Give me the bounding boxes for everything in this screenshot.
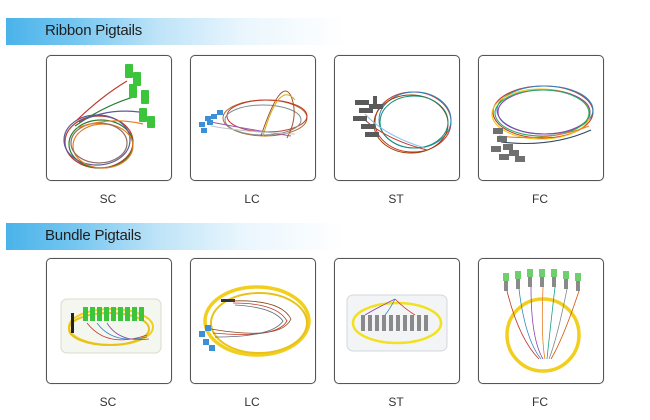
product-label: LC: [244, 395, 260, 409]
product-label: FC: [532, 192, 548, 206]
ribbon-st-pigtail-image: [353, 91, 452, 154]
product-label: ST: [388, 192, 404, 206]
product-card-bundle-lc[interactable]: [190, 258, 316, 384]
section-header-bundle-pigtails: Bundle Pigtails: [6, 223, 346, 250]
product-label: SC: [99, 395, 117, 409]
section-title: Ribbon Pigtails: [45, 22, 143, 39]
product-card-bundle-sc[interactable]: [46, 258, 172, 384]
product-label: FC: [532, 395, 548, 409]
ribbon-lc-pigtail-image: [199, 90, 308, 139]
product-card-bundle-st[interactable]: [334, 258, 460, 384]
product-label: ST: [388, 395, 404, 409]
product-card-ribbon-st[interactable]: [334, 55, 460, 181]
product-label: SC: [99, 192, 117, 206]
section-header-ribbon-pigtails: Ribbon Pigtails: [6, 18, 346, 45]
product-card-ribbon-fc[interactable]: [478, 55, 604, 181]
bundle-sc-pigtail-image: [60, 298, 162, 354]
bundle-fc-pigtail-image: [503, 269, 581, 373]
ribbon-sc-pigtail-image: [63, 64, 155, 169]
bundle-lc-pigtail-image: [199, 285, 311, 357]
product-label: LC: [244, 192, 260, 206]
product-card-bundle-fc[interactable]: [478, 258, 604, 384]
bundle-st-pigtail-image: [346, 294, 448, 352]
ribbon-fc-pigtail-image: [491, 85, 594, 162]
product-card-ribbon-sc[interactable]: [46, 55, 172, 181]
section-title: Bundle Pigtails: [45, 227, 142, 244]
product-card-ribbon-lc[interactable]: [190, 55, 316, 181]
